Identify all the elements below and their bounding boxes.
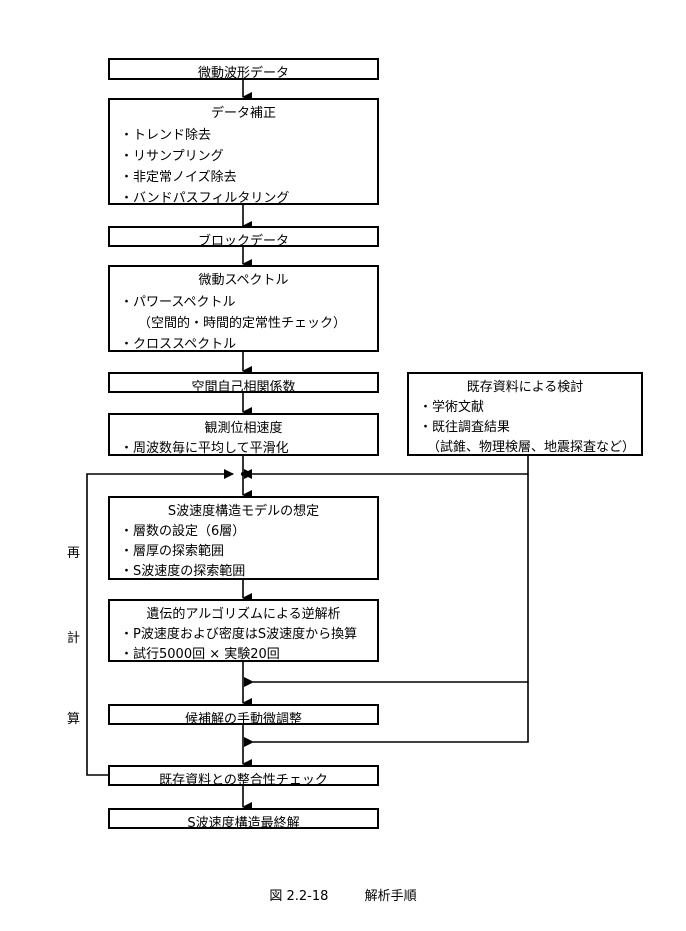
- final-solution-box: S波速度構造最終解: [108, 808, 379, 831]
- spac-title: 空間自己相関係数: [191, 380, 296, 395]
- consistency-check-title: 既存資料との整合性チェック: [159, 773, 328, 788]
- final-solution-title: S波速度構造最終解: [187, 816, 300, 831]
- block-data-title: ブロックデータ: [197, 234, 289, 249]
- recalc-label-char: 計: [67, 631, 81, 646]
- data-correction-title: データ補正: [210, 106, 276, 121]
- microtremor-spectrum-title: 微動スペクトル: [198, 273, 289, 288]
- model-line: ・S波速度の探索範囲: [120, 564, 246, 579]
- existing-data-to-model: [244, 456, 529, 479]
- spac-box: 空間自己相関係数: [108, 372, 379, 395]
- block-data-box: ブロックデータ: [108, 226, 379, 249]
- data-correction-line: ・バンドパスフィルタリング: [120, 191, 290, 206]
- phase-velocity-line: ・周波数毎に平均して平滑化: [120, 441, 289, 456]
- merge-node: [241, 472, 245, 476]
- inversion-box: 遺伝的アルゴリズムによる逆解析 ・P波速度および密度はS波速度から換算 ・試行5…: [108, 599, 379, 662]
- phase-velocity-box: 観測位相速度 ・周波数毎に平均して平滑化: [108, 413, 379, 456]
- microtremor-data-box: 微動波形データ: [108, 58, 379, 81]
- inversion-line: ・P波速度および密度はS波速度から換算: [120, 627, 358, 642]
- existing-data-line: ・学術文献: [419, 400, 485, 415]
- spectrum-line: ・パワースペクトル: [120, 295, 236, 310]
- microtremor-data-title: 微動波形データ: [197, 66, 289, 81]
- existing-data-to-check: [244, 682, 529, 747]
- recalc-loop: [86, 469, 234, 776]
- existing-data-review-box: 既存資料による検討 ・学術文献 ・既往調査結果 （試錐、物理検層、地震探査など）: [407, 372, 643, 456]
- phase-velocity-title: 観測位相速度: [204, 421, 283, 436]
- data-correction-line: ・リサンプリング: [120, 149, 224, 164]
- inversion-title: 遺伝的アルゴリズムによる逆解析: [146, 607, 341, 622]
- existing-data-review-title: 既存資料による検討: [466, 380, 584, 395]
- recalc-label-char: 再: [67, 546, 81, 561]
- data-correction-line: ・非定常ノイズ除去: [120, 170, 237, 185]
- manual-adjust-title: 候補解の手動微調整: [184, 712, 302, 727]
- consistency-check-box: 既存資料との整合性チェック: [108, 765, 379, 788]
- model-assumption-title: S波速度構造モデルの想定: [167, 504, 320, 519]
- model-assumption-box: S波速度構造モデルの想定 ・層数の設定（6層） ・層厚の探索範囲 ・S波速度の探…: [108, 496, 379, 580]
- data-correction-line: ・トレンド除去: [120, 128, 212, 143]
- data-correction-box: データ補正 ・トレンド除去 ・リサンプリング ・非定常ノイズ除去 ・バンドパスフ…: [108, 98, 379, 206]
- spectrum-line: （空間的・時間的定常性チェック）: [138, 316, 347, 331]
- figure-title: 解析手順: [364, 889, 417, 904]
- existing-data-line: （試錐、物理検層、地震探査など）: [427, 440, 636, 455]
- manual-adjust-box: 候補解の手動微調整: [108, 704, 379, 727]
- inversion-line: ・試行5000回 × 実験20回: [120, 647, 280, 662]
- spectrum-line: ・クロススペクトル: [120, 337, 237, 352]
- model-line: ・層厚の探索範囲: [120, 544, 225, 559]
- figure-number: 図 2.2-18: [269, 889, 329, 904]
- existing-data-line: ・既往調査結果: [419, 420, 511, 435]
- model-line: ・層数の設定（6層）: [120, 524, 246, 539]
- figure-caption: 図 2.2-18 解析手順: [0, 885, 686, 904]
- recalc-label-char: 算: [67, 712, 81, 727]
- microtremor-spectrum-box: 微動スペクトル ・パワースペクトル （空間的・時間的定常性チェック） ・クロスス…: [108, 265, 379, 352]
